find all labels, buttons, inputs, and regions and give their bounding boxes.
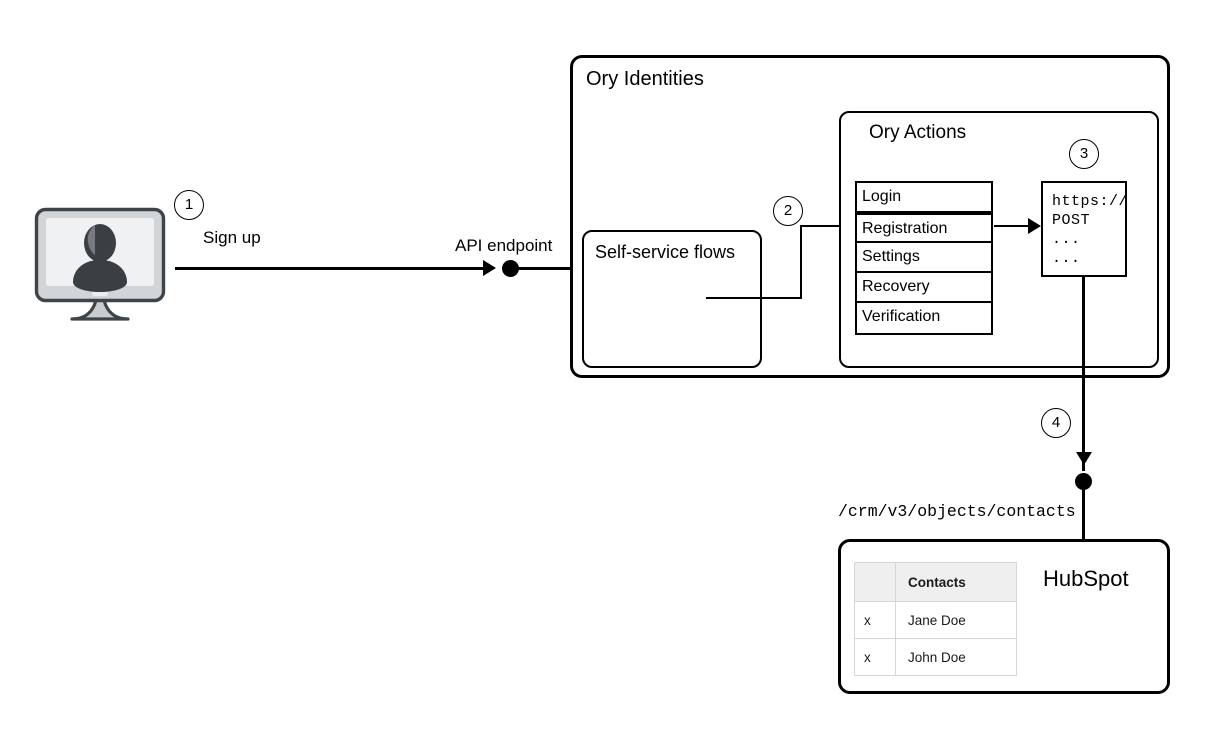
sign-up-label: Sign up (203, 228, 261, 247)
hubspot-endpoint-connector (1082, 488, 1085, 540)
flows-to-registration-segment-3 (800, 225, 848, 227)
monitor-user-icon (33, 206, 167, 326)
table-cell-name: Jane Doe (895, 601, 1017, 639)
flow-row-verification[interactable]: Verification (857, 303, 991, 333)
registration-to-webhook-arrow-head (1028, 218, 1041, 234)
webhook-to-hubspot-arrow-head (1076, 452, 1092, 465)
flows-to-registration-segment-2 (800, 226, 802, 299)
webhook-code-block: https:// POST ... ... (1041, 181, 1129, 277)
webhook-code-line-3: ... (1052, 231, 1081, 248)
registration-to-webhook-line (994, 225, 1032, 227)
step-badge-4: 4 (1041, 408, 1071, 438)
flow-row-login[interactable]: Login (857, 183, 991, 213)
flows-to-registration-segment-1 (706, 297, 802, 299)
table-header-mark (854, 562, 896, 602)
table-cell-name: John Doe (895, 638, 1017, 676)
webhook-code-line-4: ... (1052, 250, 1081, 267)
sign-up-arrow-line (175, 267, 485, 270)
self-service-flows-title: Self-service flows (595, 242, 736, 262)
ory-actions-title: Ory Actions (869, 122, 967, 143)
webhook-code-line-1: https:// (1052, 193, 1129, 210)
table-header-row: Contacts (854, 562, 1017, 602)
crm-path-label: /crm/v3/objects/contacts (838, 502, 1076, 521)
flow-row-recovery[interactable]: Recovery (857, 273, 991, 303)
hubspot-brand-label: HubSpot (1043, 566, 1129, 591)
sign-up-arrow-head (483, 260, 496, 276)
table-cell-mark: x (854, 601, 896, 639)
webhook-code-line-2: POST (1052, 212, 1091, 229)
table-cell-mark: x (854, 638, 896, 676)
table-row[interactable]: x Jane Doe (854, 601, 1017, 639)
flow-row-settings[interactable]: Settings (857, 243, 991, 273)
step-badge-1: 1 (174, 190, 204, 220)
self-service-flows-box (582, 230, 762, 368)
ory-actions-flow-list: Login Registration Settings Recovery Ver… (855, 181, 993, 335)
api-endpoint-label: API endpoint (455, 236, 553, 255)
hubspot-endpoint-dot-icon (1075, 473, 1092, 490)
hubspot-contacts-table: Contacts x Jane Doe x John Doe (854, 562, 1017, 676)
table-row[interactable]: x John Doe (854, 638, 1017, 676)
flow-row-registration[interactable]: Registration (857, 213, 991, 243)
step-badge-2: 2 (773, 196, 803, 226)
api-endpoint-dot-icon (502, 260, 519, 277)
table-header-contacts: Contacts (895, 562, 1017, 602)
webhook-to-hubspot-line (1082, 277, 1085, 471)
api-endpoint-connector (516, 267, 574, 270)
step-badge-3: 3 (1069, 139, 1099, 169)
ory-identities-title: Ory Identities (586, 68, 704, 90)
